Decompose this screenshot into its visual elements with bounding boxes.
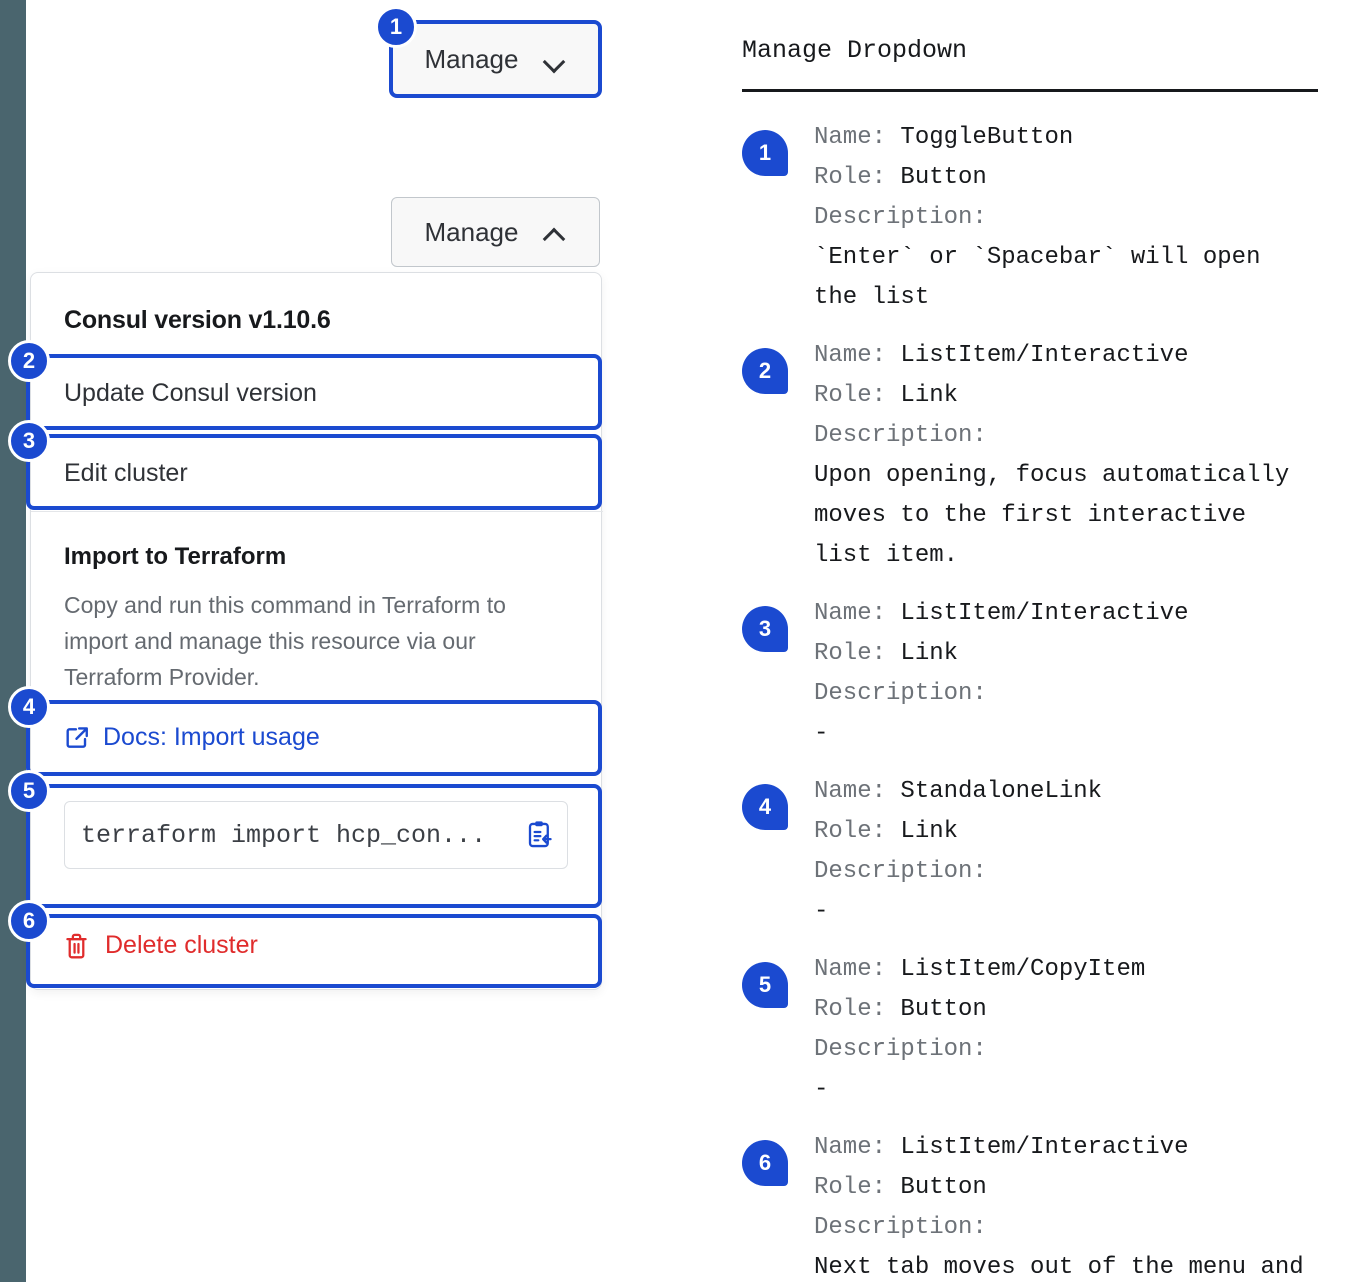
annotation-role-value: Link [900, 382, 959, 409]
annotation-description-value: `Enter` or `Spacebar` will open the list [814, 244, 1261, 311]
annotation-description-label: Description: [814, 680, 987, 707]
external-link-docs-icon [66, 726, 88, 748]
annotation-panel-rule [742, 89, 1318, 92]
annotation-row: 4 Name: StandaloneLink Role: Link Descri… [742, 768, 1318, 932]
annotation-row: 5 Name: ListItem/CopyItem Role: Button D… [742, 946, 1318, 1110]
annotation-name-label: Name: [814, 956, 887, 983]
annotation-name-label: Name: [814, 124, 887, 151]
terraform-command-field[interactable]: terraform import hcp_con... [64, 801, 568, 869]
terraform-command-text: terraform import hcp_con... [81, 820, 487, 850]
annotation-pin-5: 5 [742, 962, 788, 1008]
annotation-description-label: Description: [814, 858, 987, 885]
annotation-name-value: StandaloneLink [900, 778, 1103, 805]
annotation-pin-1: 1 [742, 130, 788, 176]
annotation-body: Name: ListItem/Interactive Role: Button … [814, 1124, 1318, 1282]
callout-marker-5: 5 [8, 770, 50, 812]
annotation-body: Name: ToggleButton Role: Button Descript… [814, 114, 1318, 318]
callout-marker-2: 2 [8, 340, 50, 382]
menu-item-edit-cluster[interactable]: Edit cluster [64, 459, 188, 487]
annotation-pin-6: 6 [742, 1140, 788, 1186]
manage-button-label: Manage [424, 216, 519, 247]
annotation-role-value: Button [900, 996, 987, 1023]
consul-version-title: Consul version v1.10.6 [64, 306, 331, 334]
chevron-down-icon [544, 53, 566, 66]
annotation-name-value: ListItem/CopyItem [900, 956, 1146, 983]
annotation-body: Name: ListItem/CopyItem Role: Button Des… [814, 946, 1318, 1110]
annotation-pin-2: 2 [742, 348, 788, 394]
annotation-row: 2 Name: ListItem/Interactive Role: Link … [742, 332, 1318, 576]
annotation-description-label: Description: [814, 204, 987, 231]
import-to-terraform-description: Copy and run this command in Terraform t… [64, 592, 506, 690]
annotation-role-value: Link [900, 818, 959, 845]
copy-to-clipboard-icon[interactable] [525, 820, 553, 850]
annotation-name-label: Name: [814, 1134, 887, 1161]
annotation-description-value: Next tab moves out of the menu and to th… [814, 1254, 1304, 1281]
import-to-terraform-title: Import to Terraform [64, 543, 287, 570]
annotation-body: Name: ListItem/Interactive Role: Link De… [814, 332, 1318, 576]
manage-button-label: Manage [424, 43, 519, 74]
callout-marker-4: 4 [8, 686, 50, 728]
annotation-name-value: ListItem/Interactive [900, 342, 1189, 369]
annotation-name-label: Name: [814, 342, 887, 369]
annotation-role-label: Role: [814, 996, 887, 1023]
annotation-pin-3: 3 [742, 606, 788, 652]
annotation-row: 1 Name: ToggleButton Role: Button Descri… [742, 114, 1318, 318]
annotation-description-value: - [814, 898, 829, 925]
annotation-name-label: Name: [814, 600, 887, 627]
annotation-description-value: - [814, 720, 829, 747]
trash-icon [66, 933, 87, 958]
chevron-up-icon [544, 226, 566, 239]
docs-import-usage-label: Docs: Import usage [103, 723, 320, 751]
callout-marker-6: 6 [8, 900, 50, 942]
menu-divider [31, 511, 603, 512]
annotation-description-value: Upon opening, focus automatically moves … [814, 462, 1290, 569]
callout-marker-1: 1 [375, 6, 417, 48]
annotation-pin-4: 4 [742, 784, 788, 830]
annotation-name-label: Name: [814, 778, 887, 805]
annotation-description-label: Description: [814, 422, 987, 449]
annotation-name-value: ListItem/Interactive [900, 1134, 1189, 1161]
delete-cluster-label: Delete cluster [105, 931, 258, 959]
annotation-name-value: ListItem/Interactive [900, 600, 1189, 627]
annotation-row: 6 Name: ListItem/Interactive Role: Butto… [742, 1124, 1318, 1282]
menu-item-update-consul-version[interactable]: Update Consul version [64, 379, 317, 407]
annotation-role-label: Role: [814, 818, 887, 845]
annotation-role-value: Link [900, 640, 959, 667]
callout-marker-3: 3 [8, 420, 50, 462]
annotation-panel: Manage Dropdown 1 Name: ToggleButton Rol… [742, 36, 1318, 1282]
annotation-role-label: Role: [814, 164, 887, 191]
annotation-description-label: Description: [814, 1036, 987, 1063]
manage-toggle-button-closed[interactable]: Manage [391, 22, 600, 96]
annotation-panel-heading: Manage Dropdown [742, 36, 968, 65]
annotation-description-value: - [814, 1076, 829, 1103]
annotation-role-value: Button [900, 1174, 987, 1201]
annotation-role-label: Role: [814, 1174, 887, 1201]
annotation-description-label: Description: [814, 1214, 987, 1241]
annotation-body: Name: ListItem/Interactive Role: Link De… [814, 590, 1318, 754]
annotation-role-value: Button [900, 164, 987, 191]
annotation-body: Name: StandaloneLink Role: Link Descript… [814, 768, 1318, 932]
annotation-role-label: Role: [814, 382, 887, 409]
annotation-row: 3 Name: ListItem/Interactive Role: Link … [742, 590, 1318, 754]
annotation-role-label: Role: [814, 640, 887, 667]
docs-import-usage-link[interactable]: Docs: Import usage [64, 723, 320, 752]
left-nav-rail [0, 0, 26, 1282]
manage-toggle-button-open[interactable]: Manage [391, 197, 600, 267]
menu-item-delete-cluster[interactable]: Delete cluster [64, 931, 258, 960]
annotation-name-value: ToggleButton [900, 124, 1074, 151]
manage-dropdown-panel: Consul version v1.10.6 Update Consul ver… [30, 272, 603, 990]
